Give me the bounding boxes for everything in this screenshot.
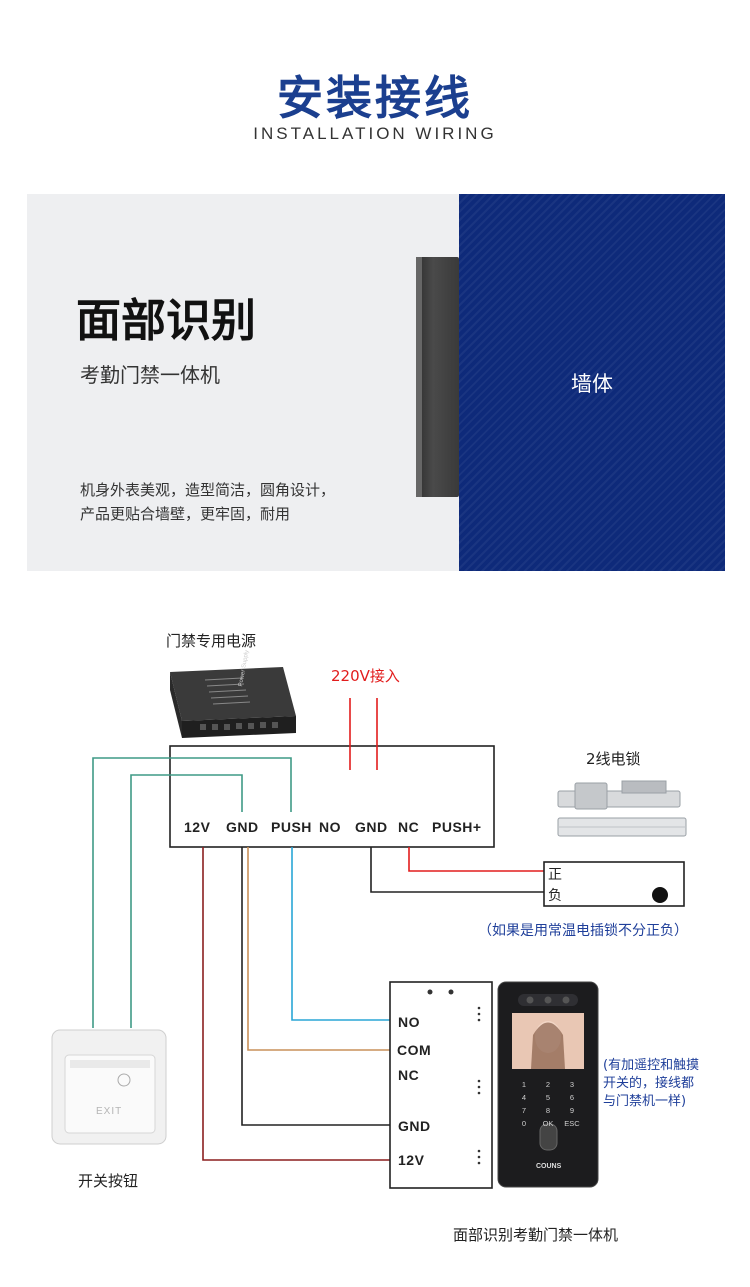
power-supply-label: 门禁专用电源 — [166, 632, 257, 650]
device-caption: 面部识别考勤门禁一体机 — [453, 1226, 619, 1244]
key-0: 0 — [521, 1119, 527, 1128]
face-terminal-illustration — [497, 981, 599, 1188]
lock-note: （如果是用常温电插锁不分正负） — [478, 923, 688, 939]
power-supply-illustration — [170, 667, 296, 738]
exit-button-illustration — [51, 1029, 167, 1145]
terminal-nc: NC — [398, 819, 420, 835]
device-brand: COUNS — [536, 1163, 562, 1170]
page-subtitle: INSTALLATION WIRING — [253, 124, 497, 143]
lock-negative-label: 负 — [548, 888, 562, 904]
controller-terminal-no: NO — [398, 1014, 420, 1030]
remote-note-line-2: 开关的，接线都 — [603, 1076, 695, 1091]
key-1: 1 — [521, 1080, 527, 1089]
key-5: 5 — [545, 1093, 551, 1102]
exit-button-text: EXIT — [96, 1106, 123, 1117]
remote-note: (有加遥控和触摸 开关的，接线都 与门禁机一样) — [603, 1057, 699, 1111]
terminal-gnd: GND — [226, 819, 259, 835]
remote-note-line-3: 与门禁机一样) — [603, 1094, 687, 1109]
device-side-edge — [416, 257, 422, 497]
lock-label: 2线电锁 — [586, 750, 641, 768]
controller-terminal-12v: 12V — [398, 1152, 425, 1168]
device-description: 机身外表美观，造型简洁，圆角设计， 产品更贴合墙壁，更牢固，耐用 — [80, 478, 410, 526]
controller-terminal-gnd: GND — [398, 1118, 431, 1134]
key-7: 7 — [521, 1106, 527, 1115]
controller-terminal-nc: NC — [398, 1067, 420, 1083]
device-title: 面部识别 — [76, 294, 257, 347]
ac-input-label: 220V接入 — [331, 667, 400, 685]
key-9: 9 — [569, 1106, 575, 1115]
terminal-12v: 12V — [184, 819, 211, 835]
key-8: 8 — [545, 1106, 551, 1115]
description-line-2: 产品更贴合墙壁，更牢固，耐用 — [80, 505, 291, 523]
terminal-gnd-2: GND — [355, 819, 388, 835]
key-ok: OK — [542, 1119, 554, 1128]
terminal-push: PUSH — [271, 819, 312, 835]
wall-label: 墙体 — [571, 372, 613, 396]
key-6: 6 — [569, 1093, 575, 1102]
banner-light-panel — [27, 194, 459, 571]
device-subtitle: 考勤门禁一体机 — [80, 363, 220, 387]
device-keypad: 1 2 3 4 5 6 7 8 9 0 OK ESC — [512, 1080, 584, 1128]
remote-note-line-1: (有加遥控和触摸 — [603, 1058, 700, 1073]
key-2: 2 — [545, 1080, 551, 1089]
key-4: 4 — [521, 1093, 527, 1102]
device-side-view — [416, 257, 459, 497]
page-title: 安装接线 — [277, 71, 473, 125]
terminal-push-plus: PUSH+ — [432, 819, 482, 835]
electric-lock-illustration — [557, 780, 687, 837]
terminal-no: NO — [319, 819, 341, 835]
key-esc: ESC — [564, 1119, 580, 1128]
key-3: 3 — [569, 1080, 575, 1089]
controller-terminal-com: COM — [397, 1042, 432, 1058]
description-line-1: 机身外表美观，造型简洁，圆角设计， — [80, 481, 336, 499]
wall-panel — [459, 194, 725, 571]
exit-button-label: 开关按钮 — [78, 1172, 139, 1190]
lock-positive-label: 正 — [548, 867, 562, 883]
